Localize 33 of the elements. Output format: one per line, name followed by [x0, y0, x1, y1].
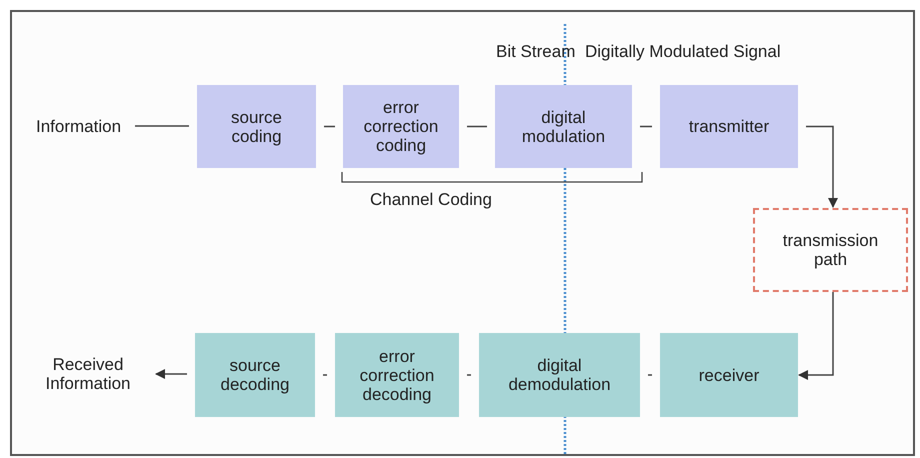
node-label: source coding — [230, 108, 284, 146]
section-label: Bit Stream — [496, 42, 576, 62]
connector — [324, 126, 335, 128]
connector — [798, 292, 834, 380]
connector — [648, 374, 652, 376]
process-box — [197, 85, 316, 168]
connector — [467, 374, 471, 376]
terminal-label: Received Information — [44, 355, 132, 393]
node-label: digital demodulation — [507, 356, 612, 394]
section-label: Digitally Modulated Signal — [585, 42, 781, 62]
process-box — [495, 85, 632, 168]
node-label: error correction decoding — [358, 346, 436, 404]
process-box — [479, 333, 640, 417]
connector — [135, 125, 189, 127]
process-box — [660, 85, 798, 168]
node-label: receiver — [698, 366, 760, 384]
connector — [155, 369, 187, 379]
process-box — [335, 333, 459, 417]
process-box — [343, 85, 459, 168]
node-label: transmitter — [688, 117, 770, 136]
node-label: source decoding — [219, 356, 290, 394]
node-label: digital modulation — [520, 108, 606, 146]
node-label: error correction coding — [362, 98, 440, 155]
connector — [467, 126, 487, 128]
process-box — [195, 333, 315, 417]
bracket-label: Channel Coding — [370, 190, 492, 210]
terminal-label: Information — [36, 116, 122, 136]
process-box — [660, 333, 798, 417]
connector — [640, 126, 652, 128]
connector — [806, 126, 838, 208]
dashed-box — [753, 208, 908, 292]
node-label: transmission path — [782, 231, 880, 269]
connector — [323, 374, 327, 376]
